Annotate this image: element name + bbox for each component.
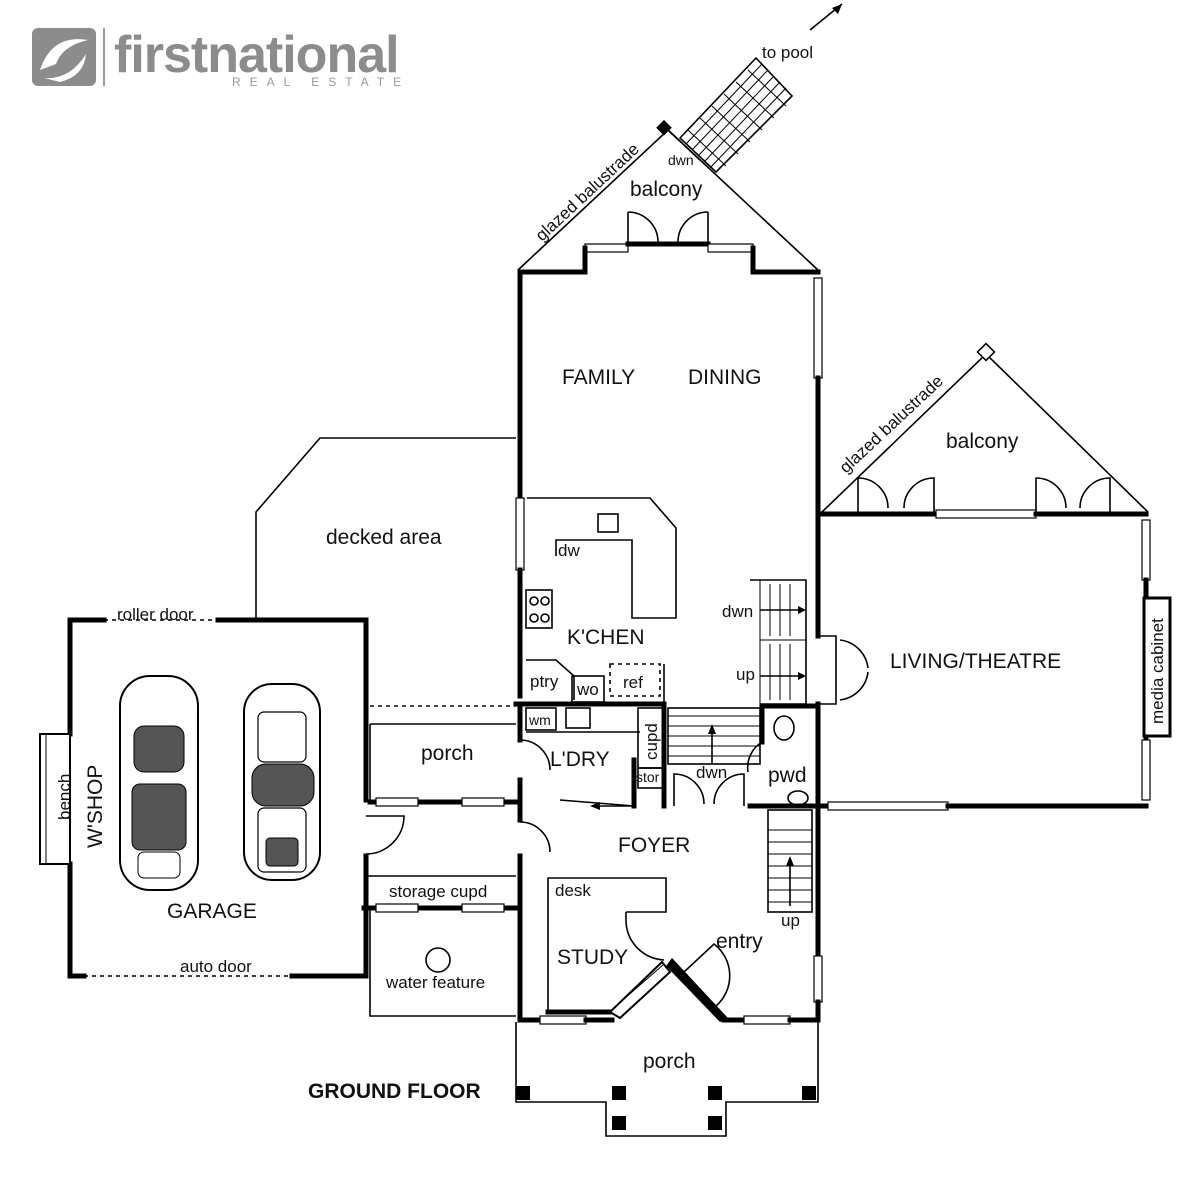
glazed-balustrade-left-label: glazed balustrade (532, 139, 643, 244)
dining-label: DINING (688, 366, 762, 389)
brand-tagline: REAL ESTATE (232, 75, 410, 89)
laundry-label: L'DRY (550, 748, 610, 771)
garage-label: GARAGE (167, 900, 257, 923)
roller-door-label: roller door (117, 605, 194, 624)
bench-label: bench (55, 774, 74, 820)
cupd-label: cupd (642, 723, 661, 760)
water-feature: water feature (369, 910, 516, 1017)
entry-stair-up-label: up (781, 911, 800, 930)
entry: entry (666, 930, 821, 1025)
car-sedan-icon (119, 675, 199, 891)
foyer-stair-dwn-label: dwn (696, 763, 727, 782)
water-feature-label: water feature (385, 973, 485, 992)
car-convertible-icon (243, 683, 321, 881)
garage: roller door auto door bench W'SHOP GARAG… (39, 605, 405, 979)
balcony-top-label: balcony (630, 178, 703, 201)
kitchen-stair-dwn-label: dwn (722, 602, 753, 621)
pwd-label: pwd (768, 764, 807, 787)
foyer: FOYER (517, 802, 690, 1021)
workshop-label: W'SHOP (84, 765, 107, 848)
first-national-swirl-logo-icon (32, 28, 105, 86)
media-cabinet-label: media cabinet (1148, 618, 1167, 724)
wo-label: wo (576, 680, 599, 699)
kitchen-stairs: dwn up (722, 579, 807, 705)
pool-stair-dwn-label: dwn (668, 152, 694, 168)
front-porch: porch (515, 1015, 819, 1137)
decked-area-label: decked area (326, 526, 442, 549)
living-theatre-label: LIVING/THEATRE (890, 650, 1061, 673)
washing-machine-label: wm (528, 712, 551, 728)
study-label: STUDY (557, 946, 628, 969)
foyer-stairs: dwn (667, 707, 761, 806)
stor-label: stor (636, 769, 660, 785)
kitchen-label: K'CHEN (567, 626, 645, 649)
porch-front-label: porch (643, 1050, 696, 1073)
floor-title: GROUND FLOOR (308, 1080, 481, 1103)
foyer-label: FOYER (618, 834, 690, 857)
storage-cupd-label: storage cupd (389, 882, 487, 901)
family-label: FAMILY (562, 366, 635, 389)
dw-label: dw (558, 541, 580, 560)
pantry-label: ptry (530, 672, 559, 691)
top-balcony: to pool dwn glazed balustrade balcony (517, 3, 843, 271)
powder-room: pwd (746, 703, 821, 809)
study: desk STUDY (545, 877, 672, 1020)
pool-stair (678, 56, 794, 174)
brand-name: firstnational (114, 26, 399, 84)
to-pool-label: to pool (762, 43, 813, 62)
desk-label: desk (555, 881, 591, 900)
living-theatre-wing: glazed balustrade balcony LIVING/THEATRE… (815, 342, 1172, 811)
decked-area: decked area (255, 437, 516, 707)
kitchen: dw K'CHEN ptry wo ref (525, 497, 677, 704)
laundry: wm L'DRY cupd stor (513, 701, 667, 823)
balcony-right-label: balcony (946, 430, 1019, 453)
entry-stair: up (767, 803, 823, 1023)
family-dining-block: FAMILY DINING (515, 241, 823, 699)
ref-label: ref (623, 673, 643, 692)
side-porch: porch (367, 723, 519, 807)
porch-side-label: porch (421, 742, 474, 765)
brand-logo: firstnational REAL ESTATE (32, 26, 410, 89)
glazed-balustrade-right-label: glazed balustrade (836, 371, 947, 476)
entry-label: entry (716, 930, 763, 953)
auto-door-label: auto door (180, 957, 252, 976)
storage-cupd: storage cupd (361, 875, 519, 913)
kitchen-stair-up-label: up (736, 665, 755, 684)
